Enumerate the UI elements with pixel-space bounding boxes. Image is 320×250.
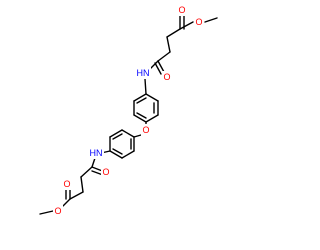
atom-labels: O O HN O O HN O O [53, 4, 204, 217]
bond [112, 148, 123, 155]
bond [179, 21, 194, 30]
bonds [39, 15, 218, 215]
bond [133, 93, 147, 102]
bond [133, 134, 142, 138]
atom-label-o: O [195, 17, 202, 27]
atom-o-ester-bottom: O [53, 205, 63, 217]
bond [136, 112, 147, 119]
atom-label-nh: HN [90, 148, 103, 158]
atom-label-o: O [142, 125, 149, 135]
atom-o-carbonyl-bottom: O [62, 178, 72, 190]
bond [109, 129, 123, 138]
bond [157, 60, 165, 73]
bond [157, 51, 171, 62]
atom-label-o: O [178, 5, 185, 15]
bond [109, 150, 123, 159]
bond [145, 114, 159, 123]
atom-o-amide-top: O [162, 71, 172, 83]
bond [133, 114, 147, 123]
atom-o-ether: O [141, 124, 151, 136]
atom-nh-bottom: HN [88, 147, 104, 159]
bond [39, 210, 54, 215]
bond [154, 62, 162, 75]
atom-label-o: O [54, 206, 61, 216]
bond [166, 36, 171, 53]
atom-o-amide-bottom: O [101, 166, 111, 178]
bond [91, 157, 96, 168]
bond [62, 198, 71, 207]
atom-label-o: O [63, 179, 70, 189]
bond [80, 166, 93, 178]
bond [204, 17, 218, 23]
atom-o-ester-top: O [194, 16, 204, 28]
atom-nh-top: HN [135, 67, 151, 79]
bond [166, 28, 181, 38]
atom-label-o: O [163, 72, 170, 82]
bond [121, 129, 135, 138]
bond [144, 78, 147, 95]
bond [112, 133, 123, 140]
bond [121, 150, 135, 159]
bond [145, 93, 159, 102]
atom-label-o: O [102, 167, 109, 177]
bond [69, 191, 84, 200]
atom-o-carbonyl-top: O [177, 4, 187, 16]
molecule-structure: O O HN O O HN O O [39, 4, 218, 217]
bond [80, 176, 84, 193]
atom-label-nh: HN [137, 68, 150, 78]
bond [136, 97, 147, 104]
